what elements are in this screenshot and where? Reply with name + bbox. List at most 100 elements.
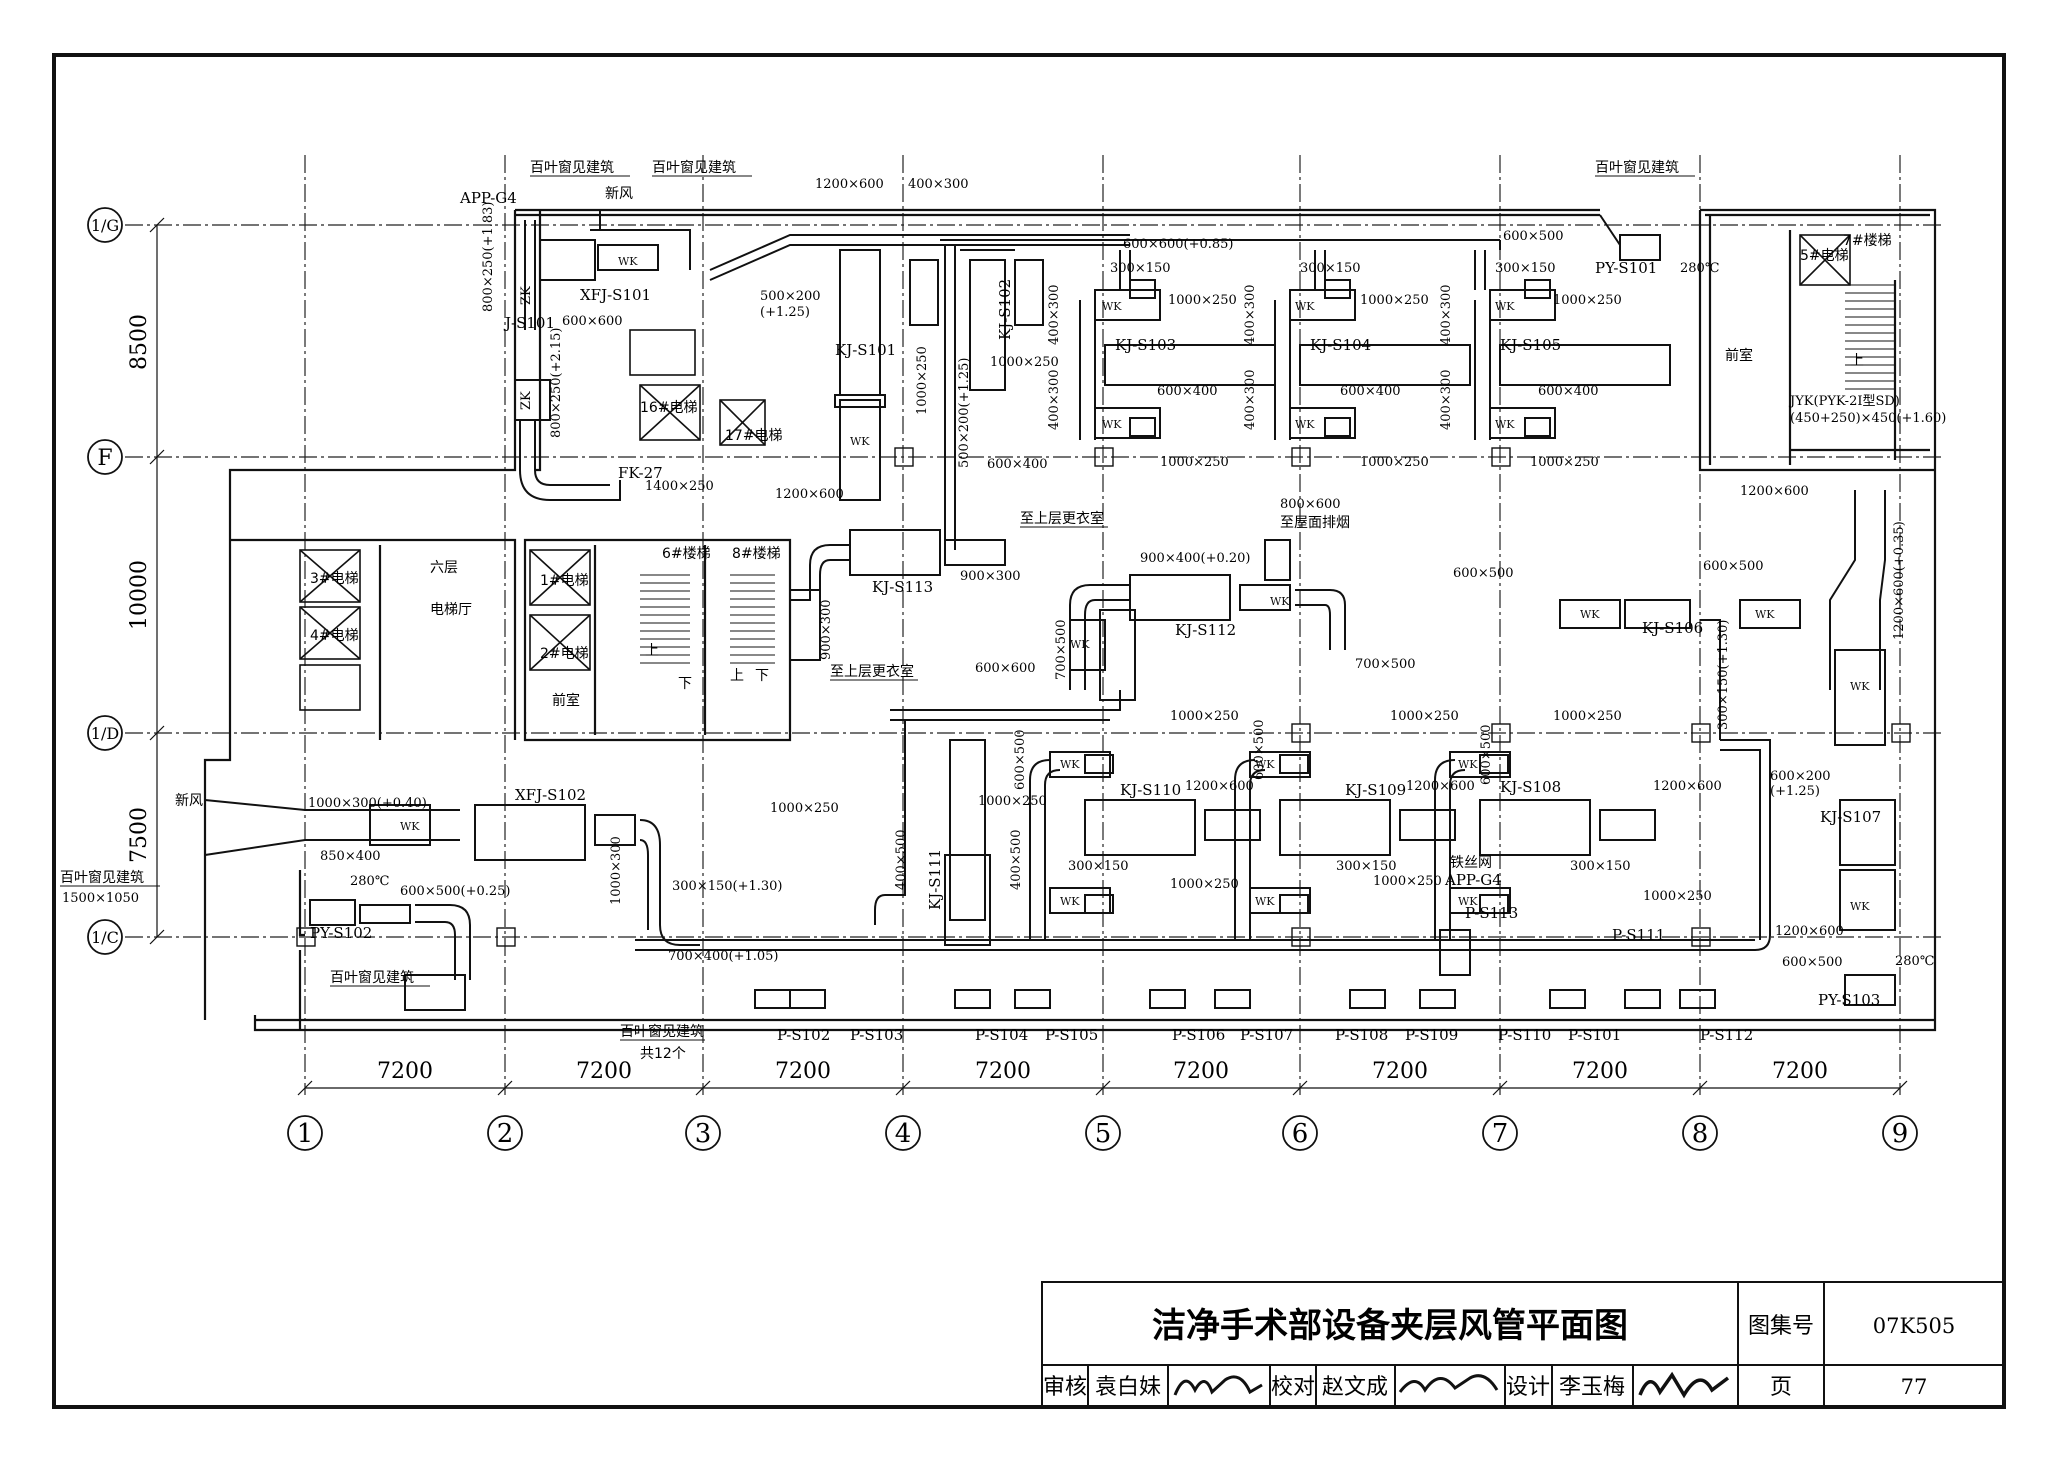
- svg-text:1000×250: 1000×250: [1530, 455, 1599, 470]
- svg-text:1200×600: 1200×600: [815, 177, 884, 192]
- page-label: 页: [1770, 1375, 1792, 1400]
- svg-text:800×600: 800×600: [1280, 497, 1341, 512]
- svg-text:上: 上: [1850, 353, 1864, 369]
- svg-text:600×600: 600×600: [562, 314, 623, 329]
- svg-text:WK: WK: [1102, 418, 1122, 431]
- svg-text:400×300: 400×300: [908, 177, 969, 192]
- label-kj-s110: KJ-S110: [1120, 781, 1181, 799]
- svg-text:WK: WK: [1580, 608, 1600, 621]
- bay-dim-1: 7200: [377, 1059, 433, 1084]
- col-label-3: 3: [695, 1119, 712, 1149]
- svg-text:600×500: 600×500: [1782, 955, 1843, 970]
- label-py-s103: PY-S103: [1818, 991, 1880, 1009]
- col-label-1: 1: [297, 1119, 314, 1149]
- svg-text:前室: 前室: [1725, 347, 1753, 364]
- svg-text:300×150: 300×150: [1300, 261, 1361, 276]
- svg-text:百叶窗见建筑: 百叶窗见建筑: [1595, 159, 1679, 176]
- label-kj-s106: KJ-S106: [1642, 619, 1703, 637]
- svg-text:400×300: 400×300: [1439, 284, 1454, 345]
- col-label-4: 4: [895, 1119, 912, 1149]
- structural-columns: [296, 447, 1911, 947]
- row-bubbles: [87, 207, 123, 955]
- svg-text:电梯厅: 电梯厅: [430, 602, 472, 618]
- elevator-shafts: [299, 234, 1851, 711]
- svg-text:600×400: 600×400: [1157, 384, 1218, 399]
- svg-text:600×500: 600×500: [1252, 719, 1267, 780]
- label-kj-s101: KJ-S101: [835, 341, 896, 359]
- svg-text:WK: WK: [1102, 300, 1122, 313]
- svg-text:300×150: 300×150: [1336, 859, 1397, 874]
- label-kj-s107: KJ-S107: [1820, 808, 1881, 826]
- designer-name: 李玉梅: [1559, 1375, 1625, 1400]
- svg-text:300×150(+1.30): 300×150(+1.30): [672, 879, 783, 894]
- svg-text:WK: WK: [1060, 758, 1080, 771]
- svg-text:600×500: 600×500: [1503, 229, 1564, 244]
- stair-treads: [640, 284, 1895, 664]
- wk-labels: WK WK WK WK WK WK WK WK WK WK WK WK WK W…: [400, 255, 1870, 913]
- svg-text:共12个: 共12个: [640, 1046, 686, 1062]
- svg-text:600×500(+0.25): 600×500(+0.25): [400, 884, 511, 899]
- col-label-6: 6: [1292, 1119, 1309, 1149]
- svg-text:新风: 新风: [605, 186, 633, 202]
- svg-text:1000×250: 1000×250: [1168, 293, 1237, 308]
- svg-text:400×300: 400×300: [1047, 284, 1062, 345]
- svg-text:7#楼梯: 7#楼梯: [1843, 233, 1892, 249]
- svg-text:280℃: 280℃: [1680, 261, 1719, 276]
- label-p-s101: P-S101: [1568, 1026, 1621, 1044]
- svg-text:1000×250: 1000×250: [1160, 455, 1229, 470]
- svg-text:600×600(+0.85): 600×600(+0.85): [1123, 237, 1234, 252]
- svg-text:500×200: 500×200: [760, 289, 821, 304]
- label-p-s108: P-S108: [1335, 1026, 1388, 1044]
- label-p-s107: P-S107: [1240, 1026, 1293, 1044]
- svg-text:1500×1050: 1500×1050: [62, 891, 139, 906]
- svg-text:800×250(+2.15): 800×250(+2.15): [549, 328, 564, 439]
- svg-text:600×400: 600×400: [1538, 384, 1599, 399]
- svg-text:WK: WK: [1495, 300, 1515, 313]
- svg-text:900×300: 900×300: [960, 569, 1021, 584]
- label-kj-s111: KJ-S111: [926, 849, 944, 910]
- svg-text:1200×600: 1200×600: [1406, 779, 1475, 794]
- svg-text:WK: WK: [1850, 900, 1870, 913]
- atlas-number: 07K505: [1873, 1314, 1956, 1338]
- row-label-1C: 1/C: [91, 928, 119, 947]
- svg-text:WK: WK: [1458, 895, 1478, 908]
- svg-text:WK: WK: [1060, 895, 1080, 908]
- svg-text:1000×250: 1000×250: [1170, 877, 1239, 892]
- row-dim-2: 10000: [127, 560, 152, 630]
- label-xfj-s101: XFJ-S101: [580, 286, 651, 304]
- svg-text:百叶窗见建筑: 百叶窗见建筑: [330, 969, 414, 986]
- label-xfj-s102: XFJ-S102: [515, 786, 586, 804]
- svg-text:WK: WK: [1255, 895, 1275, 908]
- svg-text:(450+250)×450(+1.60): (450+250)×450(+1.60): [1790, 411, 1946, 426]
- building-walls: [203, 208, 1937, 1032]
- svg-text:WK: WK: [850, 435, 870, 448]
- label-p-s103: P-S103: [850, 1026, 903, 1044]
- label-app-g4: APP-G4: [459, 189, 517, 207]
- svg-text:17#电梯: 17#电梯: [725, 428, 783, 444]
- label-zk: ZK: [519, 286, 534, 305]
- svg-text:300×150(+1.30): 300×150(+1.30): [1716, 620, 1731, 731]
- svg-text:1200×600: 1200×600: [1653, 779, 1722, 794]
- svg-text:850×400: 850×400: [320, 849, 381, 864]
- row-dim-1: 8500: [127, 314, 152, 370]
- svg-text:280℃: 280℃: [1895, 954, 1934, 969]
- svg-text:上: 上: [645, 643, 659, 659]
- svg-text:百叶窗见建筑: 百叶窗见建筑: [620, 1023, 704, 1040]
- dimension-lines: [149, 217, 1908, 1096]
- svg-text:8#楼梯: 8#楼梯: [732, 546, 781, 562]
- label-fk27: FK-27: [618, 464, 663, 482]
- bay-dim-6: 7200: [1372, 1059, 1428, 1084]
- svg-text:WK: WK: [1495, 418, 1515, 431]
- label-p-s110: P-S110: [1498, 1026, 1551, 1044]
- svg-text:280℃: 280℃: [350, 874, 389, 889]
- svg-text:WK: WK: [1755, 608, 1775, 621]
- svg-text:600×400: 600×400: [1340, 384, 1401, 399]
- svg-text:800×250(+1.83): 800×250(+1.83): [481, 202, 496, 313]
- svg-text:1400×250: 1400×250: [645, 479, 714, 494]
- bay-dim-8: 7200: [1772, 1059, 1828, 1084]
- svg-text:400×500: 400×500: [894, 829, 909, 890]
- svg-text:1200×600: 1200×600: [1775, 924, 1844, 939]
- svg-text:700×500: 700×500: [1054, 619, 1069, 680]
- svg-text:1000×250: 1000×250: [1360, 293, 1429, 308]
